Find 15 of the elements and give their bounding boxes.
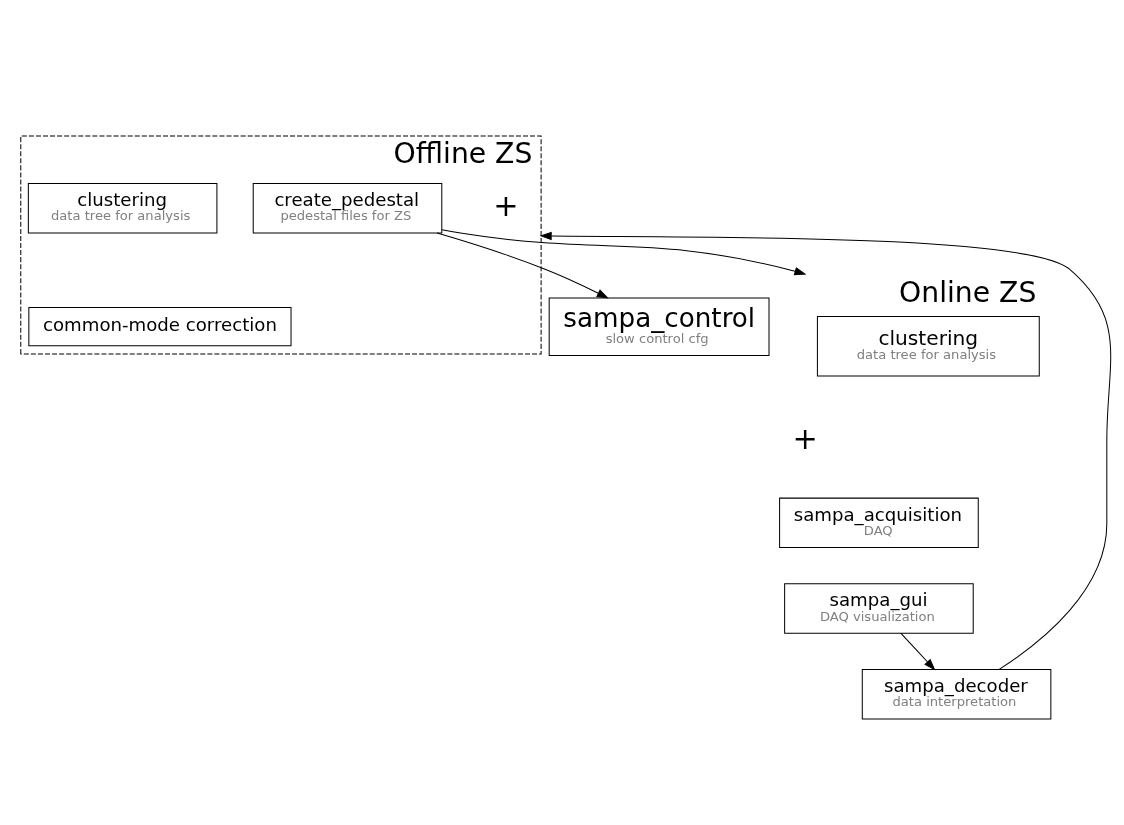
- label: +: [493, 187, 519, 223]
- node-box: create_pedestal pedestal files for ZS: [252, 182, 443, 233]
- node-box: clustering data tree for analysis: [27, 182, 218, 233]
- node-box: sampa_gui DAQ visualization: [784, 582, 974, 634]
- arrow: [900, 632, 936, 671]
- node-box: sampa_control slow control cfg: [548, 296, 770, 356]
- arrow: [539, 231, 1112, 670]
- node-box: sampa_decoder data interpretation: [861, 668, 1052, 719]
- node-box: sampa_acquisition DAQ: [779, 497, 979, 548]
- node-box: common-mode correction: [28, 306, 292, 346]
- arrow: [441, 228, 807, 275]
- label: +: [792, 420, 818, 456]
- node-label: Online ZS: [899, 275, 1037, 309]
- arrow: [436, 232, 609, 299]
- node-box: clustering data tree for analysis: [816, 315, 1040, 377]
